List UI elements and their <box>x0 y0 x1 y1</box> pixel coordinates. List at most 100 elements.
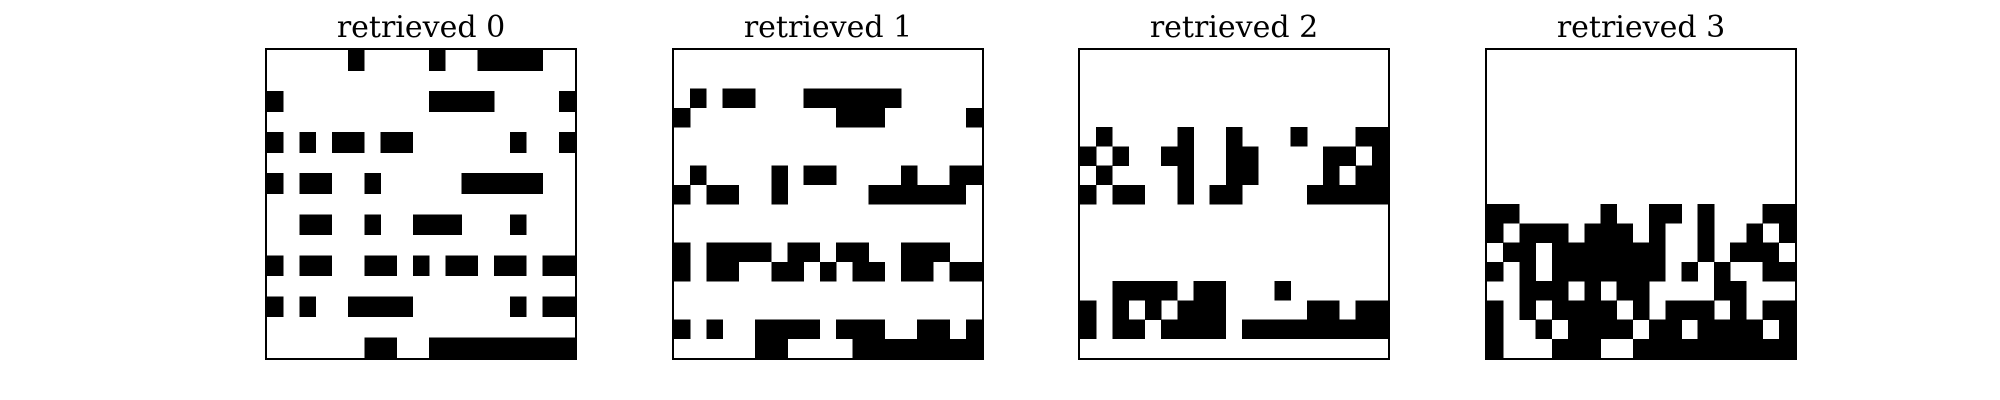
filled-pixel <box>852 88 869 109</box>
filled-pixel <box>396 132 414 153</box>
filled-pixel <box>1096 165 1113 186</box>
filled-pixel <box>1323 300 1340 320</box>
filled-pixel <box>1177 127 1194 147</box>
filled-pixel <box>1193 300 1210 320</box>
filled-pixel <box>722 261 740 282</box>
filled-pixel <box>1177 319 1194 340</box>
filled-pixel <box>461 255 479 277</box>
filled-pixel <box>803 242 821 263</box>
filled-pixel <box>900 338 918 358</box>
filled-pixel <box>1649 204 1666 224</box>
filled-pixel <box>1519 281 1536 301</box>
filled-pixel <box>771 165 788 186</box>
filled-pixel <box>1355 300 1373 320</box>
filled-pixel <box>510 255 527 277</box>
filled-pixel <box>1225 165 1243 186</box>
filled-pixel <box>558 255 575 277</box>
filled-pixel <box>1225 184 1243 205</box>
filled-pixel <box>1209 184 1227 205</box>
filled-pixel <box>1778 204 1795 224</box>
filled-pixel <box>1697 223 1715 243</box>
filled-pixel <box>1551 338 1569 358</box>
filled-pixel <box>1371 146 1388 166</box>
filled-pixel <box>1112 319 1129 340</box>
filled-pixel <box>690 165 707 186</box>
filled-pixel <box>1697 338 1715 358</box>
filled-pixel <box>1730 281 1747 301</box>
filled-pixel <box>755 242 772 263</box>
filled-pixel <box>461 173 479 195</box>
filled-pixel <box>1762 338 1780 358</box>
filled-pixel <box>299 296 316 318</box>
filled-pixel <box>1551 300 1569 320</box>
filled-pixel <box>965 319 982 340</box>
filled-pixel <box>1323 165 1340 186</box>
filled-pixel <box>429 337 446 358</box>
filled-pixel <box>1371 165 1388 186</box>
filled-pixel <box>493 255 511 277</box>
filled-pixel <box>364 296 381 318</box>
filled-pixel <box>1665 319 1682 340</box>
filled-pixel <box>900 261 918 282</box>
grid-pixels <box>1487 204 1795 358</box>
filled-pixel <box>1355 319 1373 340</box>
filled-pixel <box>690 88 707 109</box>
filled-pixel <box>1697 300 1715 320</box>
filled-pixel <box>933 338 950 358</box>
filled-pixel <box>1503 204 1520 224</box>
filled-pixel <box>1487 223 1504 243</box>
filled-pixel <box>380 132 397 153</box>
filled-pixel <box>1242 319 1259 340</box>
filled-pixel <box>1371 184 1388 205</box>
filled-pixel <box>1112 300 1129 320</box>
filled-pixel <box>1632 261 1650 282</box>
filled-pixel <box>1730 242 1747 263</box>
filled-pixel <box>1632 338 1650 358</box>
filled-pixel <box>1778 319 1795 340</box>
filled-pixel <box>1128 281 1146 301</box>
filled-pixel <box>510 173 527 195</box>
filled-pixel <box>884 184 902 205</box>
filled-pixel <box>1128 184 1146 205</box>
filled-pixel <box>1681 338 1699 358</box>
filled-pixel <box>1177 184 1194 205</box>
filled-pixel <box>852 261 869 282</box>
filled-pixel <box>1584 300 1601 320</box>
filled-pixel <box>526 50 543 71</box>
filled-pixel <box>1371 127 1388 147</box>
panel-title: retrieved 3 <box>1556 10 1726 45</box>
filled-pixel <box>917 338 934 358</box>
filled-pixel <box>1568 300 1585 320</box>
filled-pixel <box>493 173 511 195</box>
filled-pixel <box>1177 165 1194 186</box>
filled-pixel <box>1600 223 1617 243</box>
filled-pixel <box>868 319 886 340</box>
filled-pixel <box>674 184 691 205</box>
filled-pixel <box>900 242 918 263</box>
filled-pixel <box>1568 338 1585 358</box>
filled-pixel <box>396 296 414 318</box>
filled-pixel <box>1339 146 1356 166</box>
filled-pixel <box>445 255 462 277</box>
filled-pixel <box>1762 204 1780 224</box>
filled-pixel <box>558 337 575 358</box>
filled-pixel <box>1713 319 1731 340</box>
filled-pixel <box>1355 165 1373 186</box>
filled-pixel <box>1746 338 1763 358</box>
filled-pixel <box>1080 146 1097 166</box>
filled-pixel <box>429 50 446 71</box>
filled-pixel <box>299 214 316 236</box>
filled-pixel <box>1193 281 1210 301</box>
filled-pixel <box>1487 319 1504 340</box>
filled-pixel <box>510 50 527 71</box>
filled-pixel <box>445 214 462 236</box>
filled-pixel <box>1487 338 1504 358</box>
filled-pixel <box>1568 261 1585 282</box>
filled-pixel <box>1258 319 1275 340</box>
filled-pixel <box>1339 319 1356 340</box>
binary-grid-image <box>1078 48 1390 360</box>
filled-pixel <box>461 91 479 112</box>
filled-pixel <box>674 261 691 282</box>
filled-pixel <box>1144 281 1162 301</box>
filled-pixel <box>1144 300 1162 320</box>
